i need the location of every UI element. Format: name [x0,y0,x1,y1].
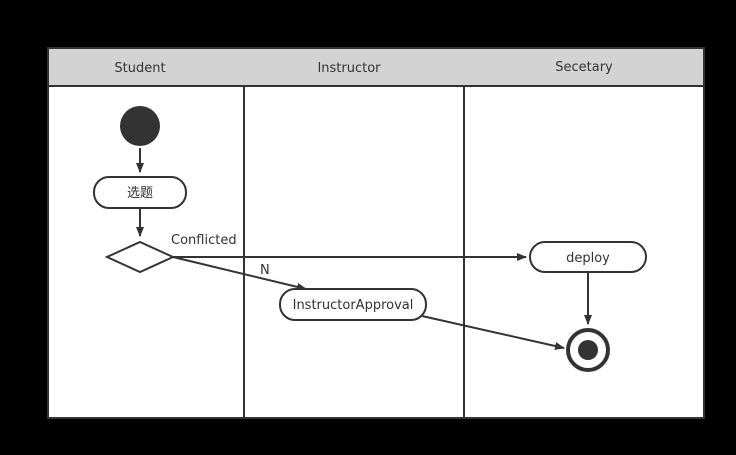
edge-label-conflicted: Conflicted [171,233,237,248]
edge-label-n: N [260,263,270,278]
lane-header-band [49,49,703,86]
action-instructor-approval-label: InstructorApproval [293,298,414,313]
lane-title-instructor: Instructor [317,61,381,76]
lane-title-student: Student [114,61,165,76]
action-select-topic-label: 选题 [127,186,153,201]
decision-node[interactable] [104,240,176,274]
edge-approval-to-end [421,315,565,350]
end-node-inner [578,340,598,360]
start-node[interactable] [120,106,160,146]
action-instructor-approval[interactable] [279,288,427,321]
edge-decision-to-approval [172,256,307,291]
lane-title-secretary: Secetary [555,60,613,75]
action-deploy-label: deploy [566,251,610,266]
